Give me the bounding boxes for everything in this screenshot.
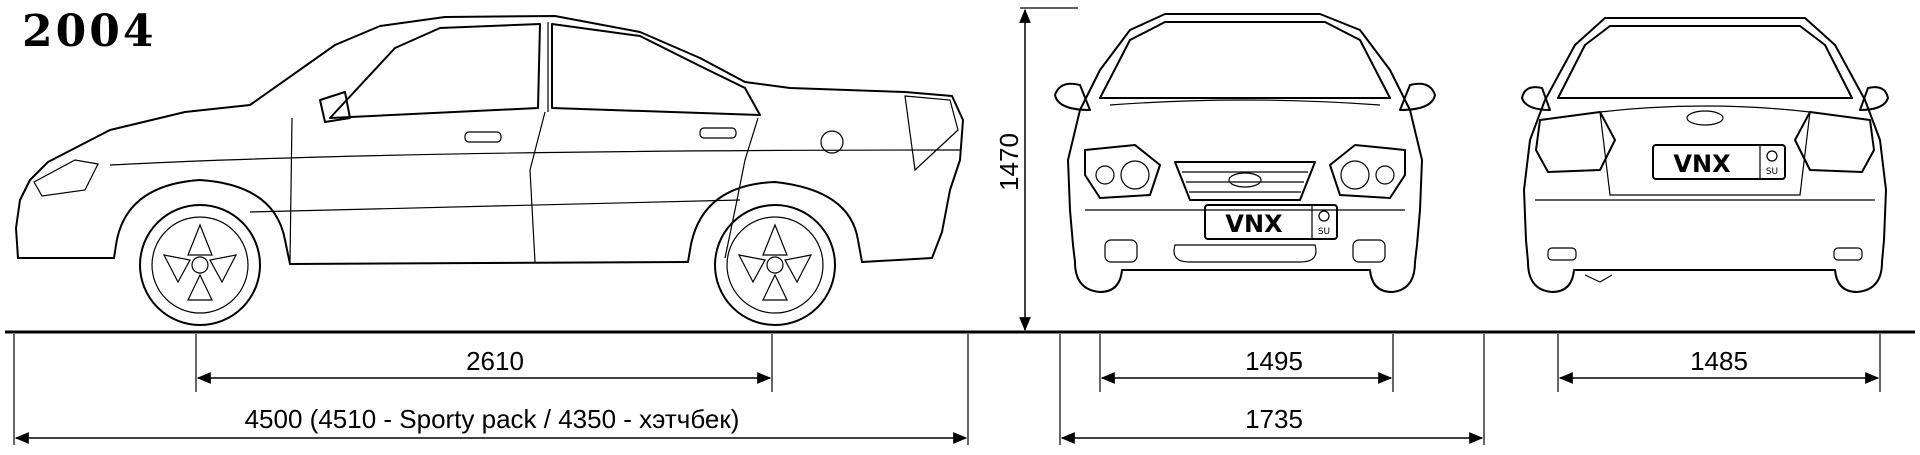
rear-track-label: 1485	[1690, 346, 1748, 376]
rear-plate-region: SU	[1766, 167, 1778, 177]
width-label: 1735	[1245, 404, 1303, 434]
front-plate-region: SU	[1318, 227, 1330, 237]
rear-view	[1521, 17, 1889, 293]
rear-plate-text: VNX	[1673, 150, 1731, 178]
front-view	[1054, 13, 1436, 293]
front-track-label: 1495	[1245, 346, 1303, 376]
wheelbase-label: 2610	[466, 346, 524, 376]
dimension-lines	[13, 7, 1881, 445]
height-label: 1470	[994, 133, 1024, 191]
length-label: 4500 (4510 - Sporty pack / 4350 - хэтчбе…	[245, 404, 740, 434]
front-plate-text: VNX	[1225, 210, 1283, 238]
side-view	[15, 15, 964, 326]
year-label: 2004	[22, 6, 157, 57]
